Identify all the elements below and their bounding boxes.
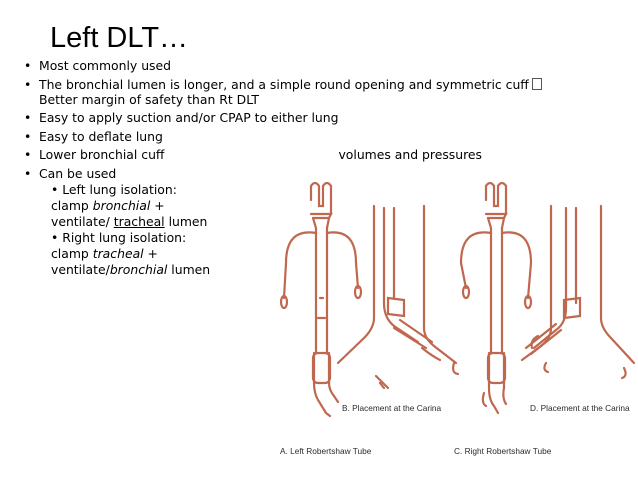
bullet-lower-cuff-b: volumes and pressures (338, 147, 482, 163)
right-isolation-clamp: clamp tracheal + (51, 245, 158, 261)
bullet-list: Most commonly used The bronchial lumen i… (22, 58, 622, 282)
bullet-lower-cuff: Lower bronchial cuff volumes and pressure… (22, 147, 622, 162)
left-robertshaw-tube-drawing (279, 181, 363, 418)
right-placement-carina-drawing (520, 204, 636, 380)
left-isolation-clamp: clamp bronchial + (51, 197, 165, 213)
robertshaw-tube-figure: B. Placement at the Carina A. Left Rober… (279, 181, 636, 456)
right-isolation-ventilate: ventilate/bronchial lumen (51, 261, 211, 277)
left-isolation-ventilate: ventilate/ tracheal lumen (51, 213, 208, 229)
bullet-bronchial-lumen-line2: Better margin of safety than Rt DLT (39, 91, 259, 107)
bullet-bronchial-lumen: The bronchial lumen is longer, and a sim… (22, 77, 622, 107)
caption-c: C. Right Robertshaw Tube (454, 446, 552, 456)
right-robertshaw-tube-drawing (459, 181, 533, 415)
bullet-suction-cpap: Easy to apply suction and/or CPAP to eit… (22, 110, 622, 125)
right-isolation-heading: Right lung isolation: (51, 230, 622, 246)
left-placement-carina-drawing (336, 204, 460, 390)
bullet-can-be-used: Can be used Left lung isolation: clamp b… (22, 166, 622, 278)
caption-d: D. Placement at the Carina (530, 403, 630, 413)
caption-b: B. Placement at the Carina (342, 403, 442, 413)
bullet-lower-cuff-a: Lower bronchial cuff (39, 147, 165, 163)
bullet-bronchial-lumen-line1: The bronchial lumen is longer, and a sim… (39, 76, 529, 92)
bullet-most-common: Most commonly used (22, 58, 622, 73)
bullet-deflate-lung: Easy to deflate lung (22, 129, 622, 144)
caption-a: A. Left Robertshaw Tube (280, 446, 372, 456)
left-isolation-heading: Left lung isolation: (51, 182, 622, 198)
sub-list: Left lung isolation: clamp bronchial + v… (39, 182, 622, 278)
missing-glyph-icon (531, 77, 542, 90)
slide-title: Left DLT… (50, 22, 189, 54)
